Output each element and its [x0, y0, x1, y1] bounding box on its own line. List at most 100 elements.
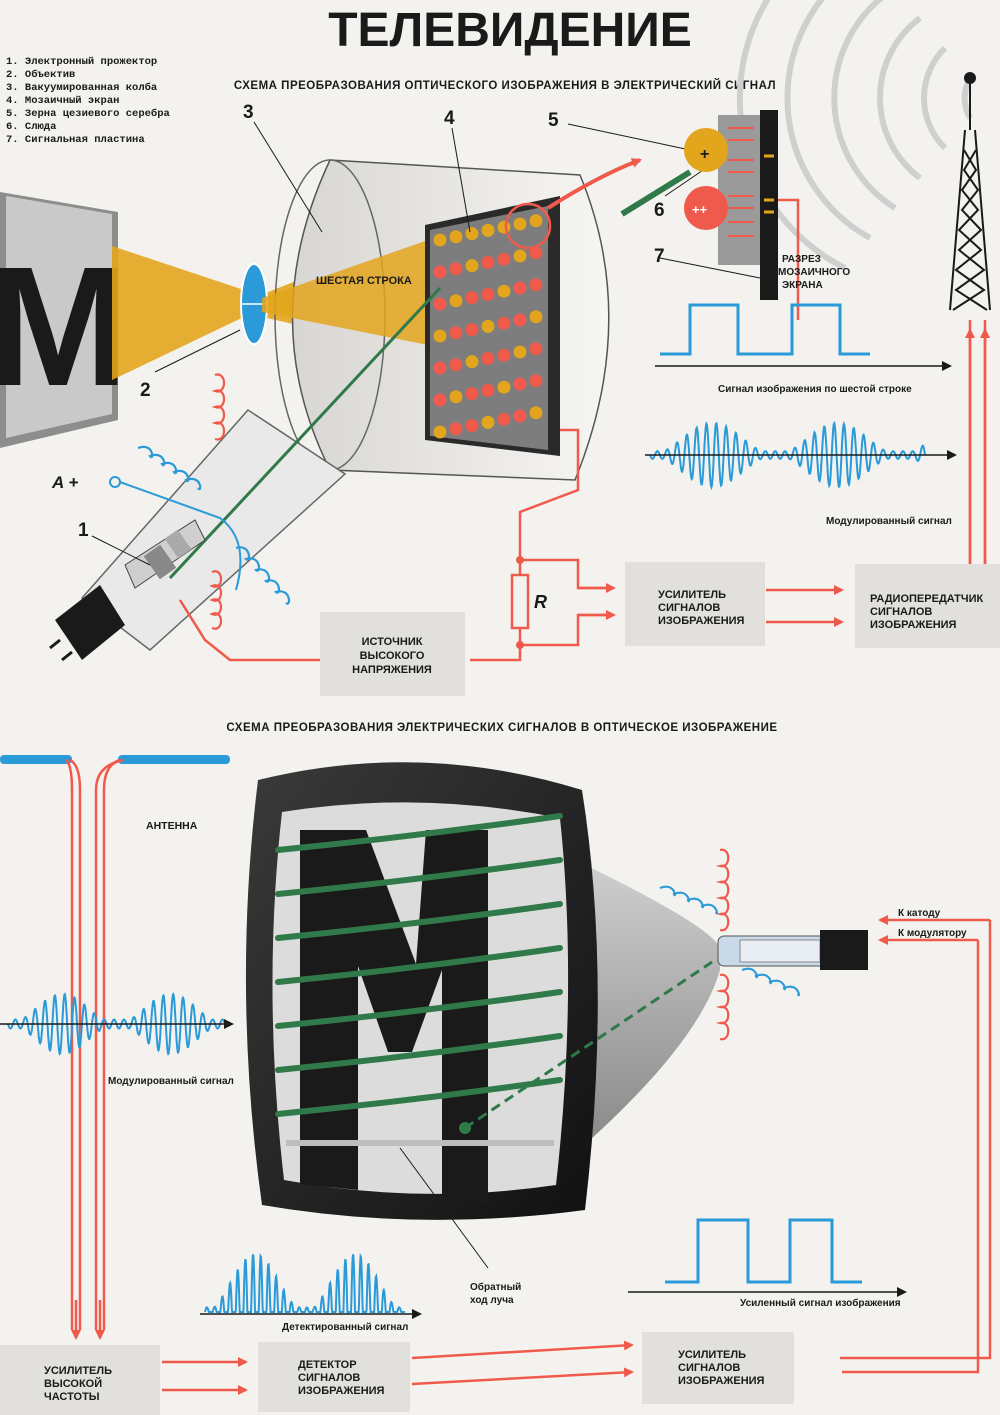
svg-text:СИГНАЛОВ: СИГНАЛОВ [870, 606, 932, 618]
mosaic-grain [449, 390, 463, 404]
top-amplifier-box: УСИЛИТЕЛЬ СИГНАЛОВ ИЗОБРАЖЕНИЯ [625, 562, 765, 646]
scan-line [275, 945, 563, 985]
mosaic-grain [433, 233, 447, 247]
amplified-signal-wave [665, 1218, 862, 1284]
mosaic-grain [449, 230, 463, 244]
mosaic-grain [497, 412, 511, 426]
svg-text:ИЗОБРАЖЕНИЯ: ИЗОБРАЖЕНИЯ [658, 615, 745, 627]
mosaic-grain [481, 319, 495, 333]
scan-line [275, 1077, 563, 1117]
legend-item: 1. Электронный прожектор [6, 56, 157, 68]
detected-signal-wave [204, 1252, 405, 1313]
mosaic-grain [433, 393, 447, 407]
svg-text:СИГНАЛОВ: СИГНАЛОВ [678, 1362, 740, 1374]
mosaic-grain [529, 374, 543, 388]
cross-section-label: МОЗАИЧНОГО [778, 267, 850, 278]
bottom-section-heading: СХЕМА ПРЕОБРАЗОВАНИЯ ЭЛЕКТРИЧЕСКИХ СИГНА… [226, 722, 777, 734]
mosaic-grain [529, 246, 543, 260]
svg-text:СИГНАЛОВ: СИГНАЛОВ [658, 602, 720, 614]
svg-text:РАДИОПЕРЕДАТЧИК: РАДИОПЕРЕДАТЧИК [870, 593, 984, 605]
return-beam-label: Обратный [470, 1281, 521, 1293]
antenna-icon [0, 755, 230, 1330]
light-beam-in [112, 246, 250, 380]
charge-plus: + [700, 146, 709, 163]
svg-text:УСИЛИТЕЛЬ: УСИЛИТЕЛЬ [658, 589, 726, 601]
bottom-modulated-label: Модулированный сигнал [108, 1076, 234, 1087]
bottom-signals [0, 992, 907, 1319]
mosaic-grain [465, 355, 479, 369]
mosaic-grain [529, 310, 543, 324]
transmitter-box: РАДИОПЕРЕДАТЧИК СИГНАЛОВ ИЗОБРАЖЕНИЯ [855, 564, 1000, 648]
svg-text:ИЗОБРАЖЕНИЯ: ИЗОБРАЖЕНИЯ [298, 1385, 385, 1397]
callout-number: 7 [654, 246, 665, 267]
callout-number: 4 [444, 108, 455, 129]
scan-line [275, 857, 563, 897]
antenna-label: АНТЕННА [146, 820, 198, 832]
cathode-modulator-wires [840, 915, 992, 1374]
mosaic-grain [529, 406, 543, 420]
mosaic-cross-section: + ++ РАЗРЕЗ МОЗАИЧНОГО ЭКРАНА [684, 110, 850, 320]
screen-letter-shape [300, 830, 488, 1205]
svg-text:ДЕТЕКТОР: ДЕТЕКТОР [298, 1359, 357, 1371]
coil-winding [715, 973, 730, 1041]
scan-line [275, 901, 563, 941]
coil-winding [235, 546, 291, 605]
mosaic-grain [529, 278, 543, 292]
mosaic-grain [497, 284, 511, 298]
mosaic-grain [481, 255, 495, 269]
detector-box: ДЕТЕКТОР СИГНАЛОВ ИЗОБРАЖЕНИЯ [258, 1342, 410, 1412]
modulator-label: К модулятору [898, 928, 967, 939]
svg-text:СИГНАЛОВ: СИГНАЛОВ [298, 1372, 360, 1384]
legend-item: 2. Объектив [6, 68, 75, 81]
mosaic-grain [513, 281, 527, 295]
electron-gun [49, 519, 206, 662]
radio-waves-icon [736, 0, 973, 271]
mosaic-grain [497, 220, 511, 234]
legend-item: 4. Мозаичный экран [6, 95, 119, 107]
callout-number: 2 [140, 380, 151, 401]
mosaic-screen [425, 196, 560, 456]
callout-number: 5 [548, 110, 559, 131]
section-beam [620, 169, 692, 217]
crt-picture-tube [245, 762, 868, 1220]
return-beam-pointer [399, 1147, 489, 1269]
mosaic-grain [449, 326, 463, 340]
mosaic-grain [465, 291, 479, 305]
mosaic-grain [481, 287, 495, 301]
mosaic-grain [497, 348, 511, 362]
sixth-row-signal-label: Сигнал изображения по шестой строке [718, 383, 912, 395]
svg-text:ЧАСТОТЫ: ЧАСТОТЫ [44, 1391, 100, 1403]
scan-line [275, 989, 563, 1029]
svg-text:УСИЛИТЕЛЬ: УСИЛИТЕЛЬ [678, 1349, 746, 1361]
mosaic-grain [433, 425, 447, 439]
mosaic-grain [465, 259, 479, 273]
mosaic-grain [465, 323, 479, 337]
callout-number: 3 [243, 102, 254, 123]
scan-line [275, 1033, 563, 1073]
mosaic-grain [433, 361, 447, 375]
load-resistor [510, 573, 530, 630]
magnify-arrow [546, 158, 642, 210]
hv-source-box: ИСТОЧНИК ВЫСОКОГО НАПРЯЖЕНИЯ [320, 612, 465, 696]
mosaic-grain [433, 265, 447, 279]
coil-winding [659, 885, 719, 915]
mosaic-grain [433, 329, 447, 343]
mosaic-grain [481, 383, 495, 397]
coil-winding [715, 848, 730, 932]
mosaic-grain [497, 252, 511, 266]
mosaic-grain [497, 380, 511, 394]
svg-text:ВЫСОКОГО: ВЫСОКОГО [360, 650, 425, 662]
poster-title: ТЕЛЕВИДЕНИЕ [328, 4, 692, 57]
svg-text:ИСТОЧНИК: ИСТОЧНИК [362, 636, 423, 648]
svg-text:УСИЛИТЕЛЬ: УСИЛИТЕЛЬ [44, 1365, 112, 1377]
cathode-label: К катоду [898, 908, 941, 919]
mosaic-grain [449, 262, 463, 276]
mosaic-grain [497, 316, 511, 330]
selected-grain-circle [504, 202, 552, 250]
callout-number: 6 [654, 200, 665, 221]
mosaic-grain [449, 294, 463, 308]
top-section-heading: СХЕМА ПРЕОБРАЗОВАНИЯ ОПТИЧЕСКОГО ИЗОБРАЖ… [234, 79, 776, 92]
mosaic-grain [513, 377, 527, 391]
legend-item: 7. Сигнальная пластина [6, 134, 145, 146]
